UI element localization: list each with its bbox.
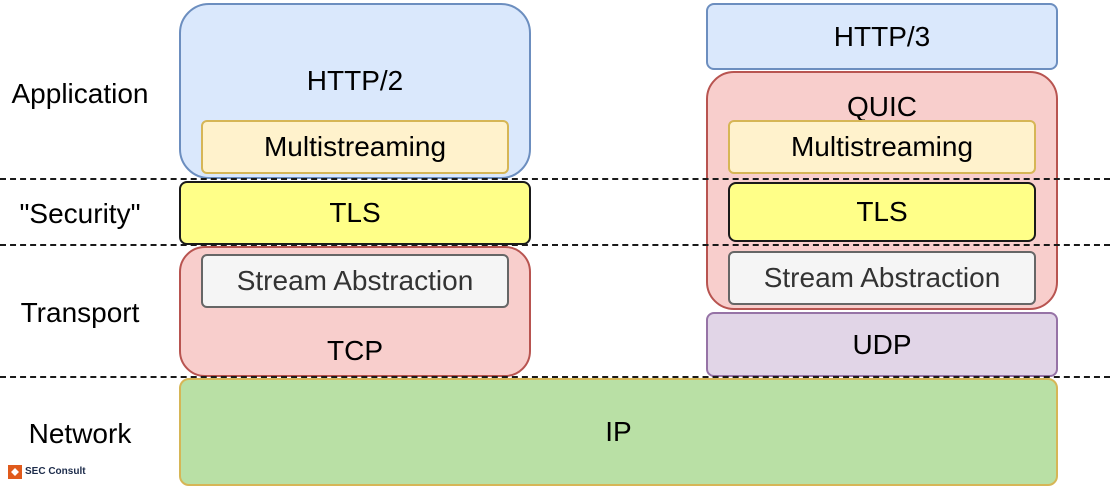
tls-label-right: TLS bbox=[856, 196, 908, 227]
tls-box-right: TLS bbox=[728, 182, 1036, 242]
multistreaming-box-left: Multistreaming bbox=[201, 120, 509, 174]
layer-label-network: Network bbox=[28, 418, 132, 449]
stream-abstraction-box-right: Stream Abstraction bbox=[728, 251, 1036, 305]
separator-transport-network bbox=[0, 376, 1110, 378]
layer-label-security: "Security" bbox=[19, 198, 141, 229]
sec-consult-logo-icon bbox=[8, 465, 22, 479]
tls-box-left: TLS bbox=[179, 181, 531, 245]
udp-box: UDP bbox=[706, 312, 1058, 377]
stream-abstraction-label-right: Stream Abstraction bbox=[763, 262, 1001, 293]
tcp-label: TCP bbox=[327, 335, 383, 366]
stream-abstraction-box-left: Stream Abstraction bbox=[201, 254, 509, 308]
layer-label-application: Application bbox=[11, 78, 149, 109]
ip-box: IP bbox=[179, 378, 1058, 486]
sec-consult-logo-text: SEC Consult bbox=[25, 466, 86, 477]
sec-consult-logo: SEC Consult bbox=[8, 465, 86, 479]
layer-label-transport: Transport bbox=[20, 297, 140, 328]
http3-label: HTTP/3 bbox=[833, 20, 931, 52]
http3-box: HTTP/3 bbox=[706, 3, 1058, 70]
quic-label: QUIC bbox=[847, 91, 917, 122]
tls-label-left: TLS bbox=[329, 197, 381, 228]
udp-label: UDP bbox=[852, 328, 912, 360]
separator-application-security bbox=[0, 178, 1110, 180]
multistreaming-label-right: Multistreaming bbox=[790, 131, 974, 162]
http2-label: HTTP/2 bbox=[306, 65, 404, 96]
separator-security-transport bbox=[0, 244, 1110, 246]
ip-label: IP bbox=[605, 416, 632, 447]
multistreaming-box-right: Multistreaming bbox=[728, 120, 1036, 174]
multistreaming-label-left: Multistreaming bbox=[263, 131, 447, 162]
stream-abstraction-label-left: Stream Abstraction bbox=[236, 265, 474, 296]
